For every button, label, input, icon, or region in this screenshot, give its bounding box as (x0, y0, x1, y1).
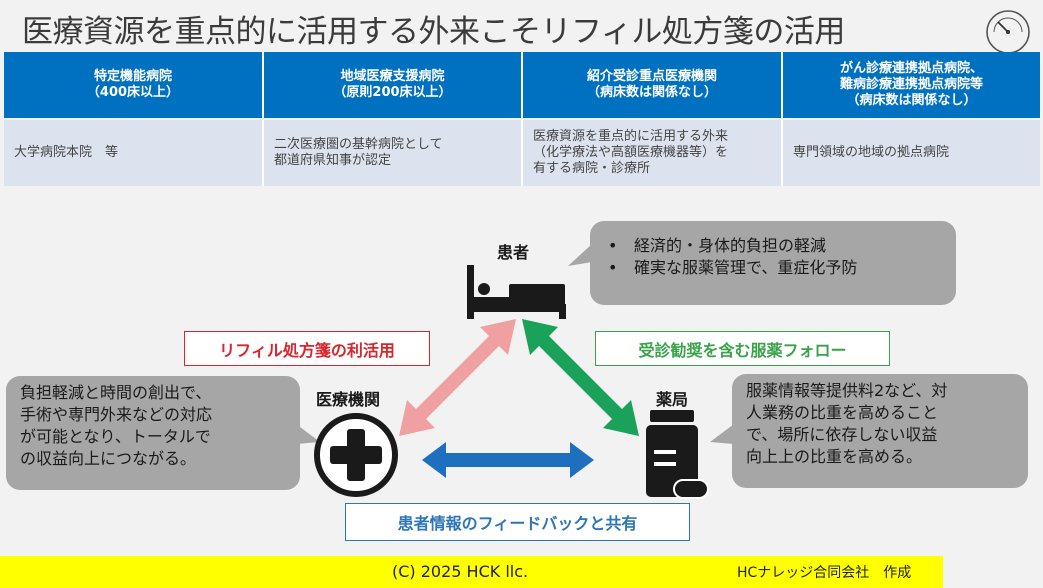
info-share-label: 患者情報のフィードバックと共有 (345, 503, 690, 541)
medicine-bottle-icon (646, 410, 709, 499)
bullet-item: •確実な服薬管理で、重症化予防 (608, 258, 858, 277)
bubble-tail (296, 424, 320, 444)
bubble-tail (710, 424, 734, 444)
medical-cross-icon (314, 413, 398, 497)
table-header-cell: がん診療連携拠点病院、難病診療連携拠点病院等（病床数は関係なし） (783, 52, 1040, 118)
author-credit: HCナレッジ合同会社 作成 (737, 565, 912, 581)
share-arrow (422, 442, 594, 478)
bullet-item: •経済的・身体的負担の軽減 (608, 236, 827, 255)
refill-arrow (399, 319, 516, 436)
table-header-cell: 特定機能病院（400床以上） (4, 52, 264, 118)
bubble-tail (568, 244, 592, 266)
footer-bar (0, 556, 943, 588)
patient-benefit-bubble: •経済的・身体的負担の軽減 •確実な服薬管理で、重症化予防 (590, 221, 956, 305)
table-cell: 二次医療圏の基幹病院として都道府県知事が認定 (264, 120, 523, 186)
pharmacy-label: 薬局 (656, 390, 689, 409)
patient-label: 患者 (497, 243, 530, 262)
table-header-cell: 地域医療支援病院（原則200床以上） (264, 52, 523, 118)
refill-label: リフィル処方箋の利活用 (184, 331, 430, 366)
bed-icon (467, 265, 566, 319)
table-cell: 大学病院本院 等 (4, 120, 264, 186)
follow-arrow (522, 319, 639, 436)
hospital-label: 医療機関 (316, 390, 381, 409)
hospital-classification-table: 特定機能病院（400床以上） 地域医療支援病院（原則200床以上） 紹介受診重点… (4, 52, 1040, 188)
page-title: 医療資源を重点的に活用する外来こそリフィル処方箋の活用 (22, 6, 845, 54)
pharmacy-benefit-bubble: 服薬情報等提供料2など、対 人業務の比重を高めること で、場所に依存しない収益 … (732, 374, 1028, 488)
gauge-logo-icon (986, 10, 1030, 54)
table-cell: 専門領域の地域の拠点病院 (783, 120, 1040, 186)
table-header-cell: 紹介受診重点医療機関（病床数は関係なし） (523, 52, 783, 118)
follow-up-label: 受診勧奨を含む服薬フォロー (595, 331, 890, 366)
hospital-benefit-bubble: 負担軽減と時間の創出で、 手術や専門外来などの対応 が可能となり、トータルで の… (6, 376, 300, 490)
copyright-text: (C) 2025 HCK llc. (392, 562, 529, 581)
table-cell: 医療資源を重点的に活用する外来（化学療法や高額医療機器等）を有する病院・診療所 (523, 120, 783, 186)
